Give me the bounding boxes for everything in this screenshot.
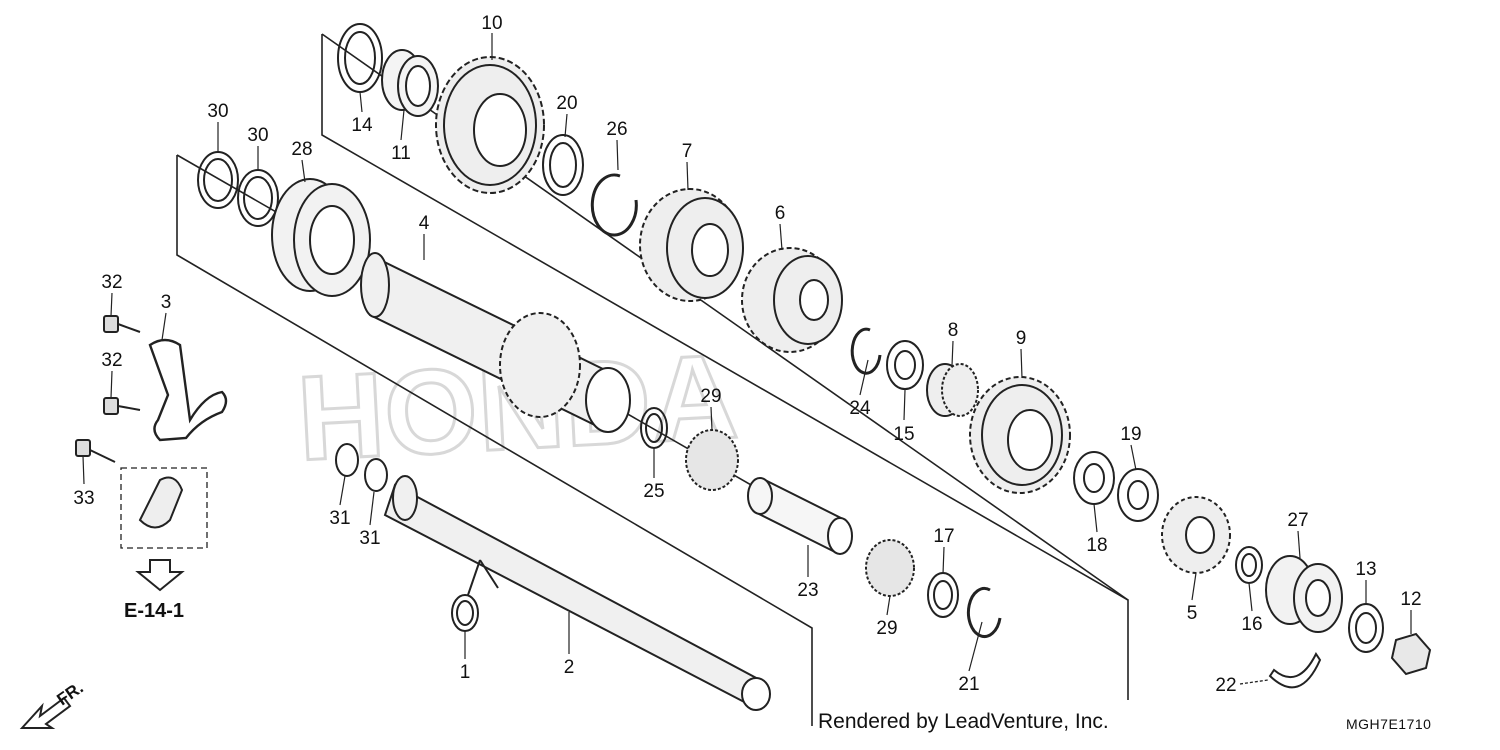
part-label: 29 (700, 386, 721, 407)
washers-part-18-19 (1073, 451, 1159, 522)
part-label: 2 (564, 657, 575, 678)
gear-part-6 (741, 247, 843, 353)
part-label: 11 (391, 143, 411, 164)
part-label: 13 (1355, 559, 1376, 580)
gear-part-10 (435, 56, 545, 194)
shift-arm-part (138, 476, 184, 529)
part-number-labels: 10 14 11 20 26 7 6 30 30 28 4 32 3 32 33… (73, 13, 1421, 696)
collar-part-23 (747, 477, 853, 555)
footer-credit: Rendered by LeadVenture, Inc. (818, 710, 1109, 733)
part-label: 32 (101, 350, 122, 371)
part-label: 23 (797, 580, 818, 601)
part-label: 17 (933, 526, 954, 547)
part-label: 31 (329, 508, 350, 529)
part-label: 21 (958, 674, 979, 695)
bracket-part-3 (148, 338, 228, 442)
nut-part-12 (1390, 632, 1432, 676)
washer-part-13 (1348, 603, 1384, 653)
part-label: 26 (606, 119, 627, 140)
part-label: 14 (351, 115, 373, 136)
gear-part-9 (969, 376, 1071, 494)
diagram-code: MGH7E1710 (1346, 716, 1432, 732)
part-label: 6 (775, 203, 786, 224)
part-label: 31 (359, 528, 380, 549)
leader-line-22 (1239, 679, 1269, 685)
countershaft-part-2 (383, 475, 771, 711)
washer-part-15 (886, 340, 924, 390)
part-label: 12 (1400, 589, 1421, 610)
bearing-part-27 (1265, 555, 1343, 633)
part-label: 7 (682, 141, 693, 162)
part-label: 8 (948, 320, 959, 341)
washer-part-17 (927, 572, 959, 618)
reference-section-label: E-14-1 (124, 600, 184, 622)
circlip-part-22 (1268, 652, 1322, 689)
bushing-part-11 (381, 49, 439, 117)
part-label: 1 (460, 662, 471, 683)
part-label: 10 (481, 13, 502, 34)
bolt-part-33 (75, 439, 116, 463)
washer-part-20 (542, 134, 584, 196)
part-label: 30 (247, 125, 268, 146)
part-label: 18 (1086, 535, 1107, 556)
circlip-part-26 (590, 173, 638, 237)
circlip-part-21 (966, 587, 1002, 638)
part-label: 28 (291, 139, 312, 160)
part-label: 24 (849, 398, 871, 419)
part-label: 27 (1287, 510, 1308, 531)
washers-part-31 (335, 443, 388, 492)
part-label: 16 (1241, 614, 1262, 635)
mainshaft-part-4 (360, 252, 631, 433)
part-label: 4 (419, 213, 430, 234)
front-direction-arrow-icon (19, 696, 72, 729)
washer-part-16 (1235, 546, 1263, 584)
part-label: 33 (73, 488, 94, 509)
part-label: 25 (643, 481, 664, 502)
part-label: 29 (876, 618, 897, 639)
part-label: 22 (1215, 675, 1236, 696)
gear-part-5 (1161, 496, 1231, 574)
part-label: 9 (1016, 328, 1027, 349)
washer-part-14 (337, 23, 383, 93)
reference-box (120, 467, 208, 549)
part-label: 5 (1187, 603, 1198, 624)
part-label: 20 (556, 93, 577, 114)
bushing-part-8 (926, 363, 979, 417)
bearing-part-28 (271, 178, 371, 297)
part-label: 32 (101, 272, 122, 293)
part-label: 15 (893, 424, 914, 445)
reference-arrow-icon (135, 559, 185, 592)
part-label: 3 (161, 292, 172, 313)
leader-lines (82, 33, 1412, 672)
part-label: 19 (1120, 424, 1141, 445)
circlip-part-24 (850, 327, 882, 375)
part-label: 30 (207, 101, 228, 122)
washers-part-30 (197, 151, 279, 227)
gear-part-7 (639, 188, 744, 302)
